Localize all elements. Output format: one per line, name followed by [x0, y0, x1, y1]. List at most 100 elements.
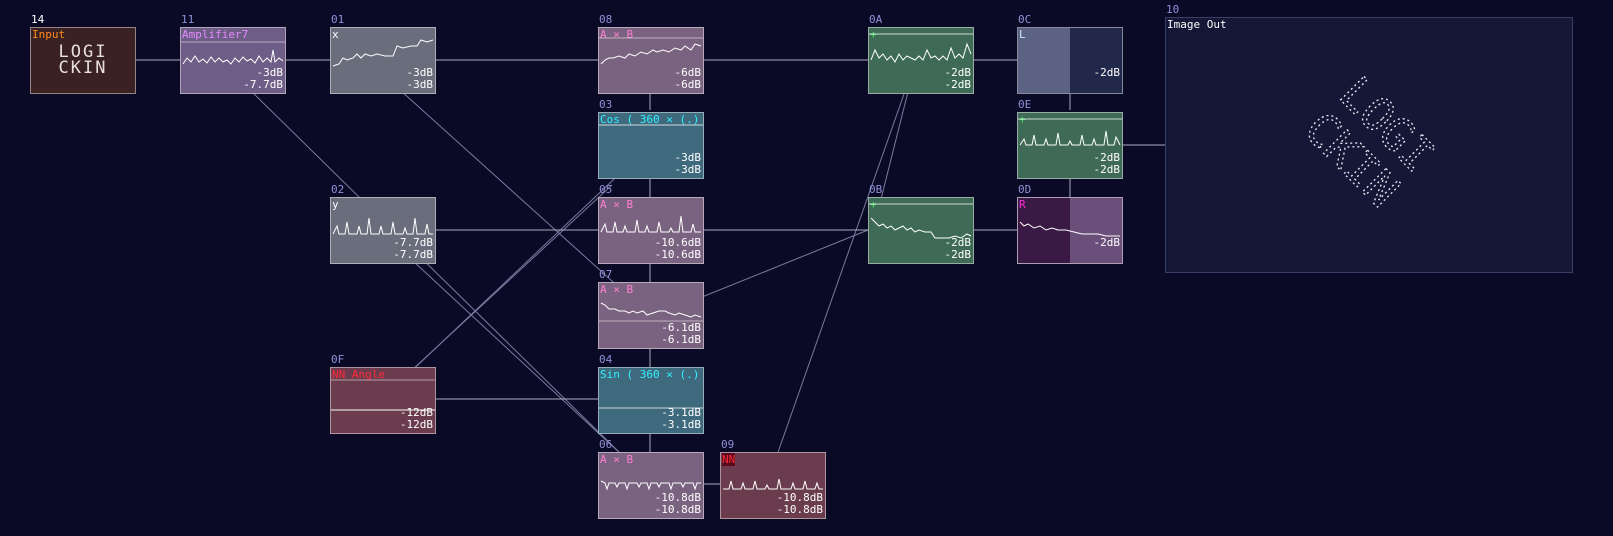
wire: [249, 89, 623, 456]
gain-db: -2dB: [944, 236, 972, 249]
waveform: [600, 215, 701, 233]
node-id: 04: [599, 353, 613, 366]
node-id: 08: [599, 13, 613, 26]
gain-db: -10.8dB: [654, 503, 701, 516]
multiply-node[interactable]: 07 A × B -6.1dB -6.1dB: [598, 268, 704, 349]
node-id: 0A: [869, 13, 883, 26]
waveform: [869, 203, 973, 239]
node-id: 06: [599, 438, 613, 451]
y-node[interactable]: 02 y -7.7dB -7.7dB: [330, 183, 436, 264]
node-id: 0B: [869, 183, 883, 196]
node-label: y: [332, 198, 339, 211]
node-id: 09: [721, 438, 735, 451]
node-label: Amplifier7: [182, 28, 249, 41]
gain-db: -3dB: [674, 163, 702, 176]
gain-db: -7.7dB: [393, 236, 433, 249]
gain-db: -10.8dB: [776, 503, 823, 516]
amplifier-node[interactable]: 11 Amplifier7 -3dB -7.7dB: [180, 13, 286, 94]
gain-db: -10.6dB: [654, 248, 701, 261]
gain-db: -3dB: [406, 78, 434, 91]
nn-angle-node[interactable]: 0F NN Angle -12dB -12dB: [330, 353, 436, 434]
gain-db: -7.7dB: [393, 248, 433, 261]
gain-db: -10.8dB: [654, 491, 701, 504]
gain-db: -6.1dB: [661, 333, 701, 346]
right-channel-node[interactable]: 0D R -2dB: [1017, 183, 1123, 264]
x-node[interactable]: 01 x -3dB -3dB: [330, 13, 436, 94]
multiply-node[interactable]: 08 A × B -6dB -6dB: [598, 13, 704, 94]
waveform: [1019, 221, 1120, 237]
gain-db: -6dB: [674, 78, 702, 91]
wire: [701, 229, 869, 298]
gain-db: -3dB: [406, 66, 434, 79]
node-label: +: [870, 28, 877, 41]
gain-db: -6dB: [674, 66, 702, 79]
multiply-node[interactable]: 05 A × B -10.6dB -10.6dB: [598, 183, 704, 264]
image-output-preview: LOGI CKIN: [1294, 66, 1446, 218]
node-label: Image Out: [1167, 18, 1227, 31]
node-label: Sin ( 360 × (.): [600, 368, 700, 381]
nn-node[interactable]: 09 NN -10.8dB -10.8dB: [720, 438, 826, 519]
level-fill: [1018, 28, 1070, 93]
node-id: 03: [599, 98, 613, 111]
node-label: +: [1019, 113, 1026, 126]
input-node[interactable]: 14 Input LOGI CKIN: [30, 13, 136, 94]
gain-db: -2dB: [944, 78, 972, 91]
node-id: 0D: [1018, 183, 1032, 196]
logo-line-1: LOGI: [58, 42, 108, 62]
node-label: x: [332, 28, 339, 41]
gain-db: -2dB: [944, 66, 972, 79]
gain-db: -2dB: [944, 248, 972, 261]
gain-db: -2dB: [1093, 66, 1121, 79]
gain-db: -3.1dB: [661, 406, 701, 419]
gain-db: -3dB: [256, 66, 284, 79]
node-id: 11: [181, 13, 195, 26]
waveform: [599, 124, 703, 126]
waveform: [723, 478, 823, 490]
multiply-node[interactable]: 06 A × B -10.8dB -10.8dB: [598, 438, 704, 519]
node-label: A × B: [600, 198, 634, 211]
node-id: 10: [1166, 3, 1180, 16]
gain-db: -2dB: [1093, 236, 1121, 249]
add-node[interactable]: 0E + -2dB -2dB: [1017, 98, 1123, 179]
add-node[interactable]: 0A + -2dB -2dB: [868, 13, 974, 94]
input-logo-text: LOGI CKIN: [31, 42, 135, 78]
waveform: [1018, 118, 1122, 146]
node-id: 0C: [1018, 13, 1032, 26]
waveform: [599, 37, 703, 65]
waveform: [332, 217, 433, 235]
waveform: [599, 302, 703, 322]
left-channel-node[interactable]: 0C L -2dB: [1017, 13, 1123, 94]
waveform: [331, 379, 435, 411]
node-label: NN Angle: [332, 368, 385, 381]
gain-db: -12dB: [399, 406, 433, 419]
gain-db: -6.1dB: [661, 321, 701, 334]
gain-db: -2dB: [1093, 151, 1121, 164]
logo-line-2: CKIN: [58, 58, 108, 78]
node-label: +: [870, 198, 877, 211]
node-id: 0E: [1018, 98, 1032, 111]
wire: [411, 259, 623, 456]
waveform: [869, 33, 973, 63]
cosine-node[interactable]: 03 Cos ( 360 × (.) -3dB -3dB: [598, 98, 704, 179]
node-label: Cos ( 360 × (.): [600, 113, 700, 126]
node-label: L: [1019, 28, 1026, 41]
waveform: [332, 39, 434, 67]
gain-db: -10.6dB: [654, 236, 701, 249]
node-label: Input: [32, 28, 66, 41]
add-node[interactable]: 0B + -2dB -2dB: [868, 183, 974, 264]
gain-db: -10.8dB: [776, 491, 823, 504]
gain-db: -3.1dB: [661, 418, 701, 431]
waveform: [599, 407, 703, 409]
node-label: A × B: [600, 453, 634, 466]
node-label: R: [1019, 198, 1026, 211]
node-id: 01: [331, 13, 345, 26]
node-label: A × B: [600, 283, 634, 296]
node-id: 14: [31, 13, 45, 26]
node-id: 0F: [331, 353, 345, 366]
image-out-node[interactable]: 10 Image Out LOGI CKIN: [1165, 3, 1573, 273]
sine-node[interactable]: 04 Sin ( 360 × (.) -3.1dB -3.1dB: [598, 353, 704, 434]
node-label: NN: [722, 453, 736, 466]
node-id: 07: [599, 268, 613, 281]
node-id: 02: [331, 183, 345, 196]
